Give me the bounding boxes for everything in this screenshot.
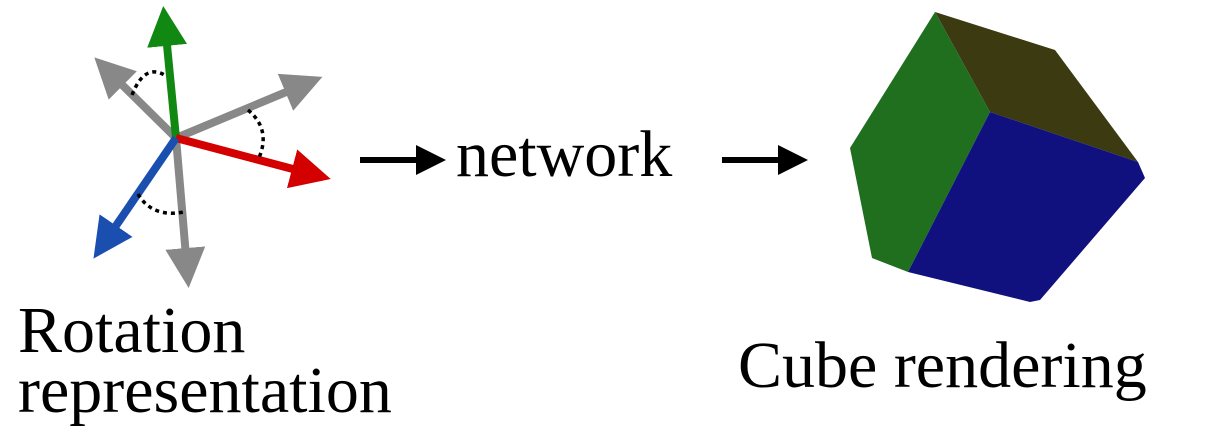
x-axis-red (174, 134, 331, 189)
rotated-axis-down (165, 137, 206, 288)
rotation-axes-icon (93, 6, 331, 288)
rotated-axis-up-left (94, 57, 179, 141)
network-label: network (456, 118, 673, 191)
rotation-arc-bottom (136, 193, 185, 215)
cube-rendering-label: Cube rendering (738, 329, 1147, 402)
rotation-label-line2: representation (18, 354, 392, 427)
cube-face-top (935, 12, 1138, 162)
rotation-label-line1: Rotation (18, 294, 246, 367)
cube-face-left (850, 12, 990, 272)
y-axis-green (147, 6, 187, 139)
rotation-arc-right (246, 108, 265, 161)
rotated-axis-right (174, 73, 323, 142)
cube-render-image (850, 12, 1145, 302)
cube-face-right (908, 112, 1145, 302)
rotation-arc-top (130, 70, 167, 96)
